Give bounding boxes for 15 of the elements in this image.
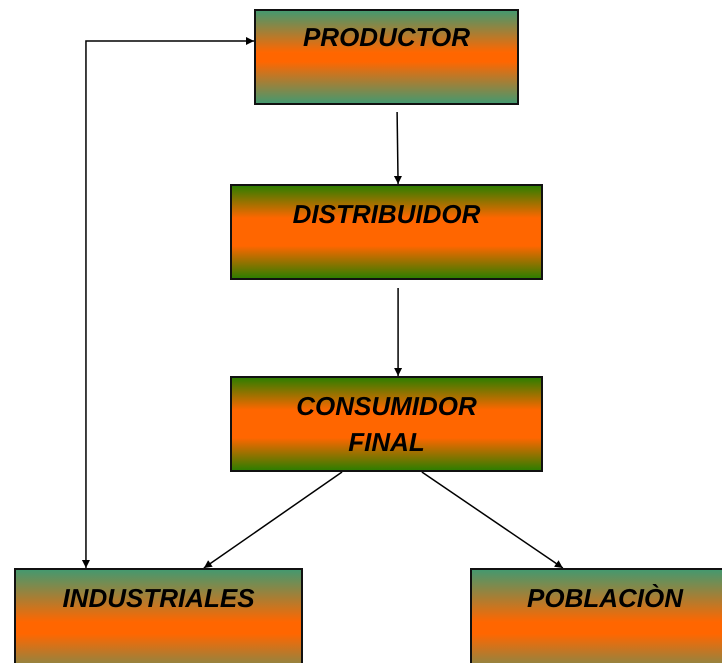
process-box — [14, 568, 303, 663]
process-box — [230, 376, 543, 472]
arrow — [394, 288, 402, 376]
process-box — [470, 568, 722, 663]
box-label: PRODUCTOR — [302, 21, 470, 54]
arrow — [421, 471, 564, 569]
box-label: CONSUMIDOR FINAL — [295, 390, 478, 459]
arrow — [82, 36, 254, 568]
box-label: DISTRIBUIDOR — [292, 198, 480, 231]
arrow — [394, 112, 402, 184]
process-box — [230, 184, 543, 280]
box-label: POBLACIÒN — [527, 582, 683, 615]
arrow — [203, 471, 342, 569]
box-label: INDUSTRIALES — [62, 582, 255, 615]
process-box — [254, 9, 519, 105]
